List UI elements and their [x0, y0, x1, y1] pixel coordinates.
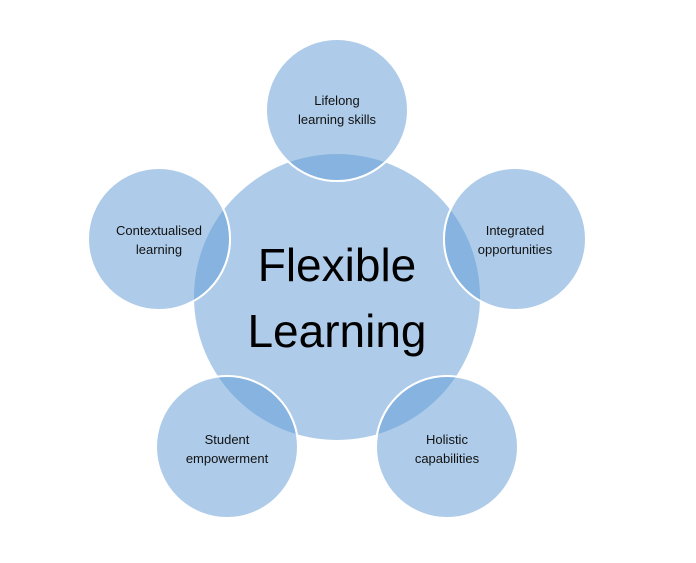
label-line: Integrated	[485, 223, 545, 238]
label-line: Contextualised	[116, 223, 202, 238]
satellite-label-holistic: Holistic capabilities	[382, 430, 512, 468]
label-line: Holistic	[426, 432, 468, 447]
label-line: learning skills	[297, 112, 377, 127]
label-line: empowerment	[185, 451, 269, 466]
center-label-line2: Learning	[247, 305, 427, 357]
satellite-label-contextualised: Contextualised learning	[94, 221, 224, 259]
satellite-label-lifelong: Lifelong learning skills	[272, 91, 402, 129]
center-label-line1: Flexible	[257, 239, 417, 291]
label-line: learning	[135, 242, 183, 257]
label-line: opportunities	[477, 242, 553, 257]
center-label: Flexible Learning	[207, 232, 467, 364]
label-line: Lifelong	[314, 93, 360, 108]
label-line: capabilities	[414, 451, 480, 466]
label-line: Student	[204, 432, 250, 447]
center-circle	[194, 154, 480, 440]
satellite-label-integrated: Integrated opportunities	[450, 221, 580, 259]
satellite-circles	[87, 38, 587, 519]
satellite-label-student: Student empowerment	[162, 430, 292, 468]
